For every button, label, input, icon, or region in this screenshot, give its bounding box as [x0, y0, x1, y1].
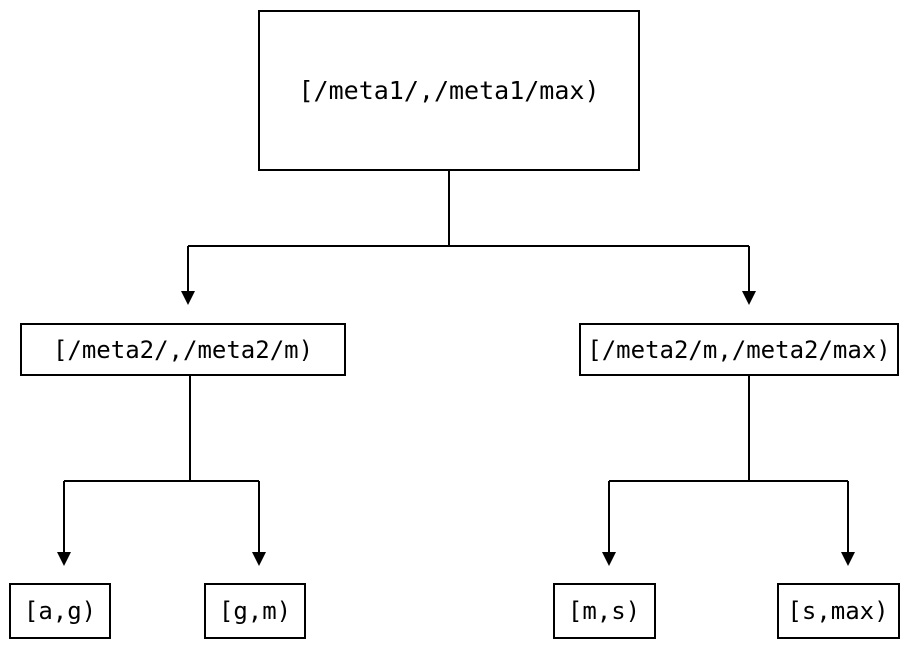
node-leaf-gm-label: [g,m) — [219, 597, 291, 625]
edge-midright-to-children — [602, 375, 855, 566]
node-mid-left[interactable]: [/meta2/,/meta2/m) — [19, 322, 347, 377]
arrowhead-icon-ag — [57, 552, 71, 566]
edge-midleft-to-children — [57, 375, 266, 566]
node-leaf-ms-box[interactable] — [552, 582, 657, 640]
arrowhead-icon-root-right — [742, 291, 756, 305]
node-leaf-ag-box[interactable] — [8, 582, 112, 640]
node-leaf-gm-box[interactable] — [203, 582, 307, 640]
node-leaf-ag[interactable]: [a,g) — [8, 582, 112, 640]
node-root[interactable]: [/meta1/,/meta1/max) — [257, 9, 641, 172]
node-root-box[interactable] — [257, 9, 641, 172]
arrowhead-icon-smax — [841, 552, 855, 566]
arrowhead-icon-gm — [252, 552, 266, 566]
arrowhead-icon-ms — [602, 552, 616, 566]
node-leaf-smax-label: [s,max) — [787, 597, 888, 625]
node-mid-left-label: [/meta2/,/meta2/m) — [53, 336, 313, 364]
node-root-label: [/meta1/,/meta1/max) — [298, 76, 599, 105]
node-leaf-ms[interactable]: [m,s) — [552, 582, 657, 640]
node-mid-right-box[interactable] — [578, 322, 900, 377]
edge-root-to-children — [181, 170, 756, 305]
node-mid-left-box[interactable] — [19, 322, 347, 377]
node-leaf-gm[interactable]: [g,m) — [203, 582, 307, 640]
node-mid-right[interactable]: [/meta2/m,/meta2/max) — [578, 322, 900, 377]
node-leaf-ag-label: [a,g) — [24, 597, 96, 625]
node-mid-right-label: [/meta2/m,/meta2/max) — [587, 336, 890, 364]
arrowhead-icon-root-left — [181, 291, 195, 305]
node-leaf-smax-box[interactable] — [776, 582, 901, 640]
node-leaf-smax[interactable]: [s,max) — [776, 582, 901, 640]
node-leaf-ms-label: [m,s) — [568, 597, 640, 625]
